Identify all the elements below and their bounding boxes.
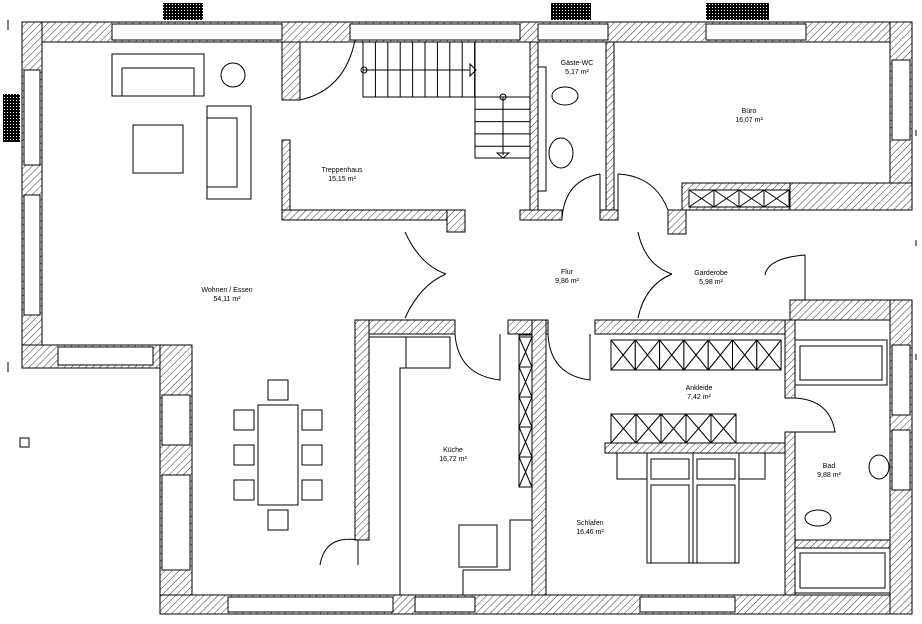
line [713,189,740,208]
line [685,413,712,444]
doors [299,39,836,566]
room-label-kueche: Küche 16,72 m² [439,446,467,464]
windows [3,3,911,613]
line [610,413,637,444]
room-label-buero: Büro 16,07 m² [735,107,763,125]
line [659,339,685,371]
line [756,339,782,371]
room-name: Treppenhaus [321,167,363,174]
room-area: 54,11 m² [213,296,241,303]
line [635,413,662,444]
line [634,339,660,371]
room-label-ankleide: Ankleide 7,42 m² [686,384,713,402]
room-name: Bad [822,463,836,470]
room-area: 16,46 m² [576,529,604,536]
line [707,339,733,371]
line [688,189,715,208]
bed [616,452,766,564]
line [518,366,533,398]
line [738,189,765,208]
room-area: 9,86 m² [555,278,579,285]
room-area: 16,07 m² [735,117,763,124]
wardrobes [518,189,790,488]
room-label-schlafen: Schlafen 16,46 m² [576,519,604,537]
room-area: 9,88 m² [817,472,841,479]
room-label-garderobe: Garderobe 5,98 m² [694,269,727,287]
room-area: 5,98 m² [699,279,723,286]
staircase [360,41,531,159]
room-name: Flur [560,269,574,276]
room-area: 7,42 m² [687,394,711,401]
wc-fixtures [537,66,579,192]
line [710,413,737,444]
room-area: 5,17 m² [565,69,589,76]
room-label-wohnen-essen: Wohnen / Essen 54,11 m² [201,286,252,304]
room-name: Küche [443,447,463,454]
line [610,339,636,371]
living-furniture [111,53,323,531]
line [518,426,533,458]
room-area: 16,72 m² [439,456,467,463]
room-name: Garderobe [694,270,728,277]
line [518,336,533,368]
kitchen-furniture [369,334,533,595]
line [518,456,533,488]
margin-marks [7,20,917,448]
line [732,339,758,371]
room-label-bad: Bad 9,88 m² [817,462,841,480]
bathroom-fixtures [794,339,891,594]
room-name: Gäste-WC [560,60,594,67]
room-area: 15,15 m² [328,176,356,183]
room-label-gaeste-wc: Gäste-WC 5,17 m² [561,59,594,77]
room-label-treppenhaus: Treppenhaus 15,15 m² [322,166,363,184]
line [683,339,709,371]
line [660,413,687,444]
room-name: Schlafen [576,520,604,527]
room-label-flur: Flur 9,86 m² [555,268,579,286]
interior-walls [281,41,891,596]
room-name: Büro [741,108,757,115]
room-name: Wohnen / Essen [201,287,253,294]
line [763,189,790,208]
room-name: Ankleide [685,385,713,392]
line [518,396,533,428]
